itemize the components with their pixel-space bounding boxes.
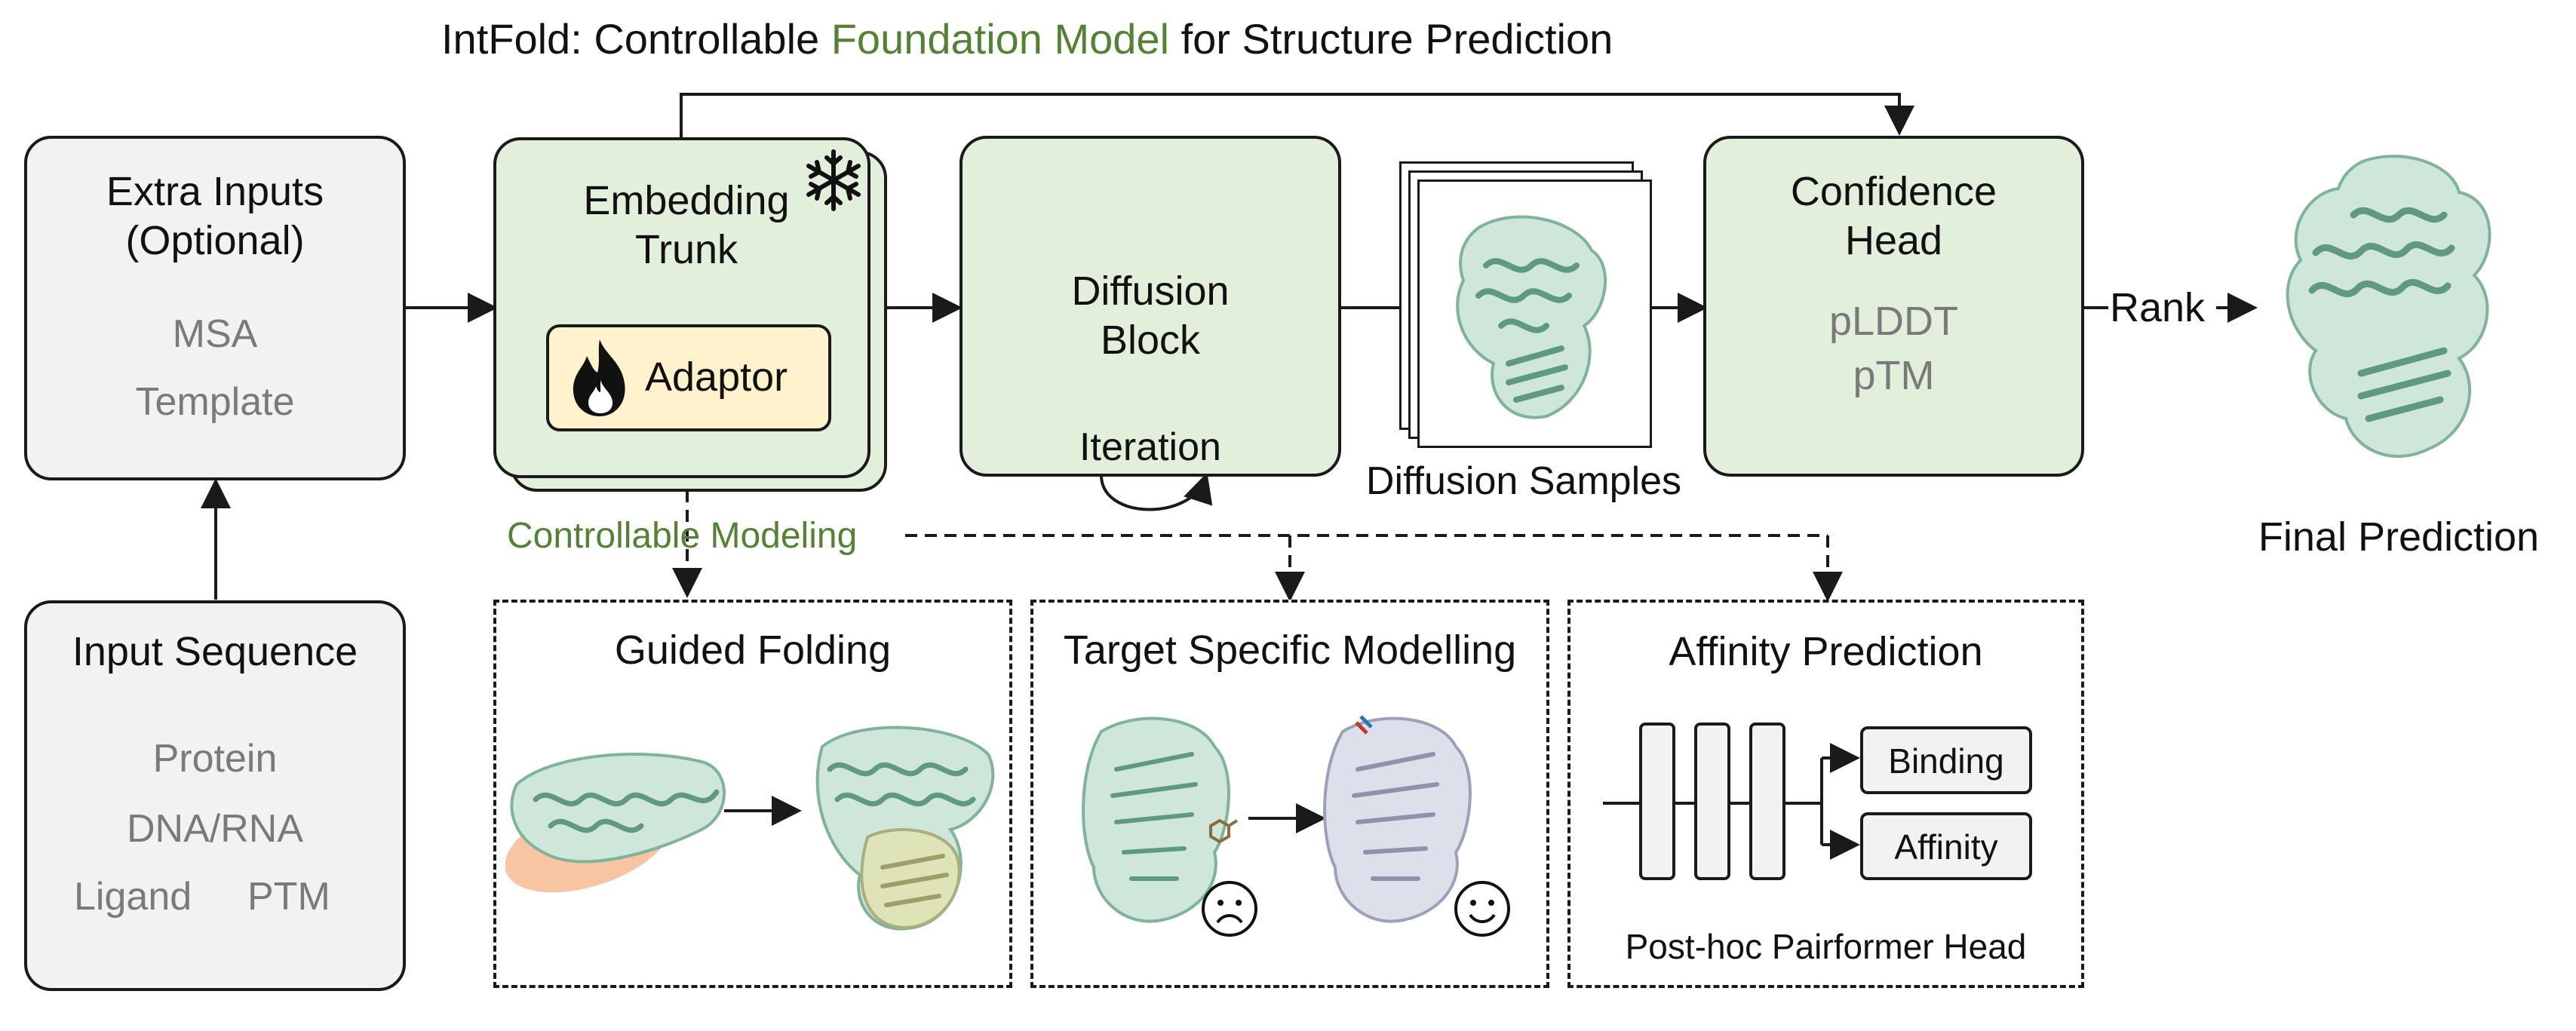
extra-inputs-title: Extra Inputs (Optional) [24,167,406,265]
pairformer-caption: Post-hoc Pairformer Head [1625,927,2027,966]
target-specific-title: Target Specific Modelling [1063,627,1517,673]
rank-label: Rank [2110,285,2206,330]
diffusion-samples-label: Diffusion Samples [1365,459,1682,503]
flame-icon [573,339,625,416]
diffusion-block-title-line1: Diffusion [1071,268,1230,314]
extra-input-msa: MSA [172,312,258,356]
extra-inputs-title-line2: (Optional) [125,217,305,263]
pairformer-diagram [1603,723,1860,880]
diffusion-block-title-line2: Block [1100,317,1201,363]
input-sequence-title: Input Sequence [72,629,358,674]
title-highlight: Foundation Model [831,15,1170,63]
input-seq-ligand: Ligand [74,875,192,919]
iteration-label: Iteration [1079,425,1221,469]
controllable-modeling-label: Controllable Modeling [507,516,858,556]
extra-input-template: Template [135,380,295,424]
adaptor-label: Adaptor [645,354,788,400]
sample-protein-image [1456,215,1607,419]
input-sequence-box [24,600,406,991]
arrow-trunk-bypass [680,93,1914,137]
affinity-prediction-title: Affinity Prediction [1669,629,1983,674]
metric-plddt: pLDDT [1828,299,1959,344]
embedding-trunk-title-line1: Embedding [583,178,790,223]
happy-face-icon [1454,881,1510,937]
sad-face-icon [1202,881,1257,937]
confidence-head-title: Confidence Head [1703,167,2084,265]
target-specific-illustration [1082,715,1472,923]
confidence-head-title-line1: Confidence [1790,169,1997,214]
title-suffix: for Structure Prediction [1169,15,1613,63]
embedding-trunk-title-line2: Trunk [634,226,738,272]
guided-folding-title: Guided Folding [614,627,892,673]
ligand-icon [1209,818,1239,844]
binding-output-label: Binding [1888,741,2004,781]
iteration-loop-arrow [1100,472,1213,511]
embedding-trunk-title: Embedding Trunk [528,176,845,275]
extra-inputs-title-line1: Extra Inputs [106,169,324,214]
input-seq-ptm: PTM [247,875,330,919]
final-prediction-label: Final Prediction [2258,514,2540,560]
snowflake-icon [806,149,861,211]
diffusion-block-box [959,136,1341,477]
diffusion-block-title: Diffusion Block [959,267,1341,365]
extra-inputs-box [24,136,406,480]
affinity-output-box [1860,812,2032,880]
confidence-head-box [1703,136,2084,477]
input-seq-protein: Protein [152,737,278,781]
metric-ptm: pTM [1853,353,1935,398]
affinity-output-label: Affinity [1894,827,1998,867]
guided-folding-illustration [505,726,995,931]
final-prediction-image [2286,155,2492,458]
title-prefix: IntFold: Controllable [441,15,831,63]
confidence-head-title-line2: Head [1844,217,1943,263]
binding-output-box [1860,726,2032,794]
input-seq-dna-rna: DNA/RNA [126,807,304,851]
pairformer-blocks [1639,723,1785,880]
page-title: IntFold: Controllable Foundation Model f… [441,14,1613,64]
